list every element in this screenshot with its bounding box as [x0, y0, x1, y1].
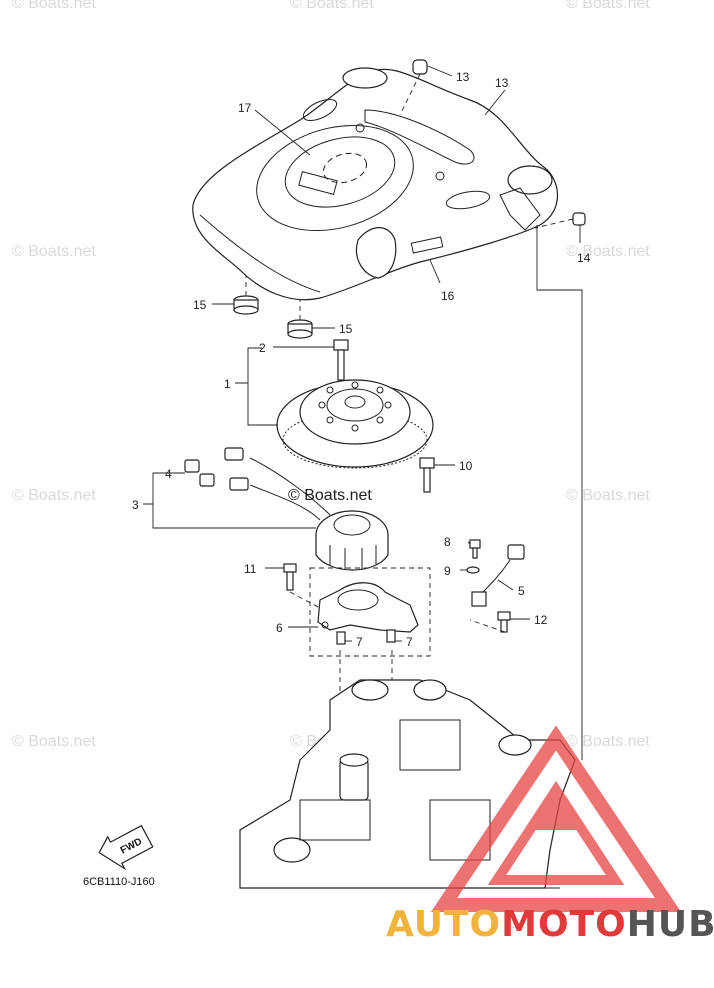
callout-15-left: 15: [193, 298, 207, 312]
callout-9: 9: [444, 564, 451, 578]
callout-13: 13: [495, 76, 509, 90]
callout-12: 12: [534, 613, 548, 627]
callout-17: 17: [238, 101, 252, 115]
pulser-bracket-6: [309, 567, 431, 657]
watermark: © Boats.net: [12, 487, 96, 504]
grommet-15-left: [233, 276, 259, 315]
watermark: © Boats.net: [12, 243, 96, 260]
callout-10: 10: [459, 459, 473, 473]
bolt-11: [283, 563, 297, 591]
callout-11: 11: [244, 562, 257, 576]
callout-15-center: 15: [339, 322, 353, 336]
watermark: © Boats.net: [566, 243, 650, 260]
bolt-10: [419, 457, 435, 493]
watermark: © Boats.net: [12, 0, 96, 12]
watermark: © Boats.net: [566, 0, 650, 12]
watermark: © Boats.net: [566, 487, 650, 504]
sensor-5: [471, 544, 525, 607]
flywheel-1: [276, 379, 434, 469]
diagram-code: 6CB1110-J160: [83, 876, 155, 888]
stator-3: [249, 457, 389, 571]
grommet-15-center: [287, 300, 313, 339]
automotohub-logo: AUTOMOTOHUB: [386, 725, 714, 945]
bolt-8: [469, 539, 481, 559]
callout-4: 4: [165, 467, 172, 481]
grommet-14-right: [534, 212, 586, 229]
callout-leaders: [143, 65, 581, 642]
brand-hub: HUB: [627, 904, 714, 945]
callout-5: 5: [518, 584, 525, 598]
callout-labels: 17 13 13 14 15 15 16 2 1 10 4 3 8 9 5 11…: [132, 70, 591, 649]
callout-8: 8: [444, 535, 451, 549]
callout-3: 3: [132, 498, 139, 512]
svg-text:AUTOMOTOHUB: AUTOMOTOHUB: [386, 904, 714, 945]
callout-16: 16: [441, 289, 455, 303]
callout-7b: 7: [406, 635, 413, 649]
flywheel-cover: [192, 67, 558, 301]
bolt-12: [497, 611, 511, 633]
callout-14-top: 13: [456, 70, 470, 84]
watermark: © Boats.net: [12, 733, 96, 750]
brand-auto: AUTO: [386, 904, 501, 945]
callout-1: 1: [224, 377, 231, 391]
brand-moto: MOTO: [501, 904, 627, 945]
callout-2: 2: [259, 341, 266, 355]
watermark: © Boats.net: [290, 0, 374, 12]
triangle-logo-icon: [430, 725, 682, 912]
watermark: © Boats.net: [566, 733, 650, 750]
callout-14-right: 14: [577, 251, 591, 265]
callout-7a: 7: [356, 635, 363, 649]
washer-9: [466, 566, 480, 574]
grommet-14-top: [399, 59, 428, 116]
bolt-2: [333, 339, 349, 381]
callout-6: 6: [276, 621, 283, 635]
fwd-arrow: FWD: [98, 824, 154, 871]
connector-4: [184, 447, 249, 491]
watermark: © Boats.net: [288, 487, 372, 504]
